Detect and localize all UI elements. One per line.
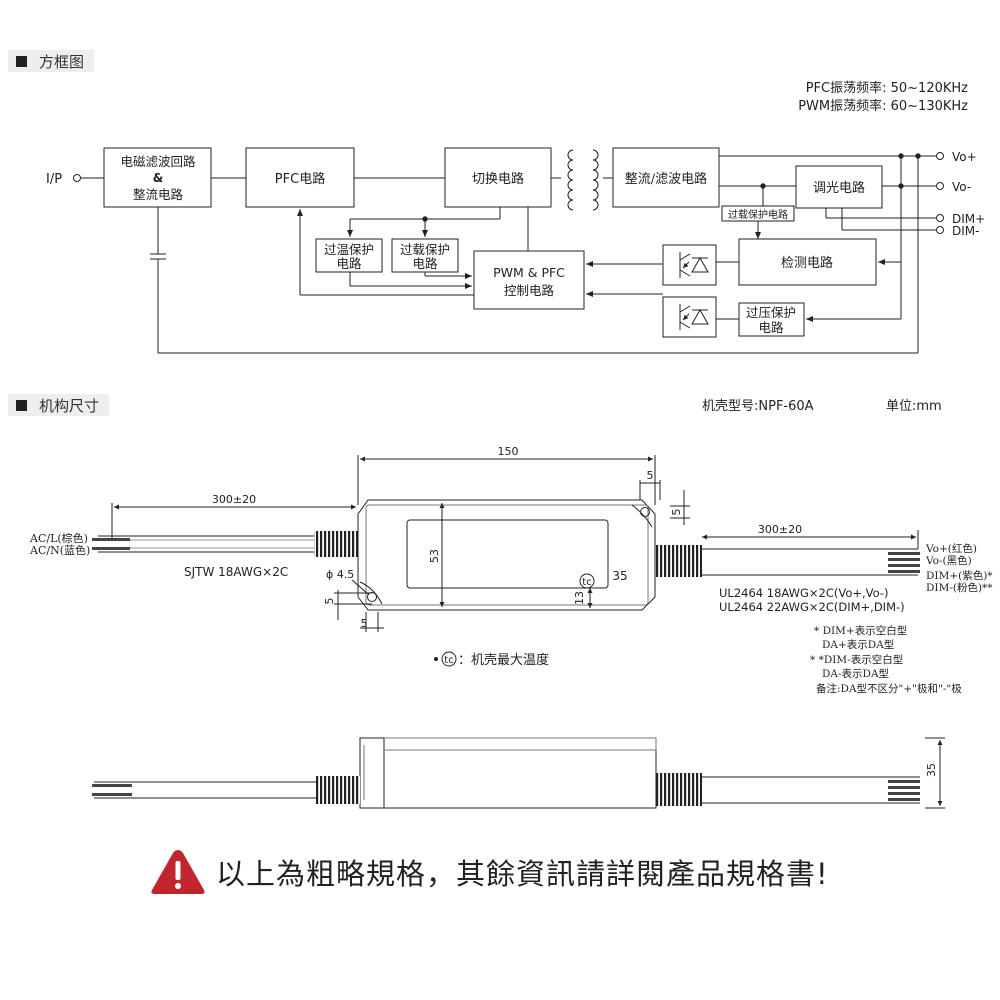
pfc-frequency: PFC振荡频率: 50~120KHz bbox=[806, 80, 968, 96]
dim-150: 150 bbox=[498, 445, 519, 458]
out-vo-minus: Vo-(黑色) bbox=[925, 554, 972, 567]
overload-small-label: 过载保护电路 bbox=[728, 208, 788, 221]
square-bullet-icon bbox=[16, 399, 27, 411]
tc-legend-text: ：机壳最大温度 bbox=[458, 652, 549, 668]
dim-53: 53 bbox=[428, 549, 441, 563]
dim-5-left: 5 bbox=[323, 598, 336, 605]
emi-label-1: 电磁滤波回路 bbox=[120, 154, 196, 169]
warning-triangle-icon bbox=[151, 850, 205, 894]
tc-label: tc bbox=[582, 577, 591, 588]
switch-label: 切换电路 bbox=[472, 171, 524, 187]
vo-plus-terminal bbox=[936, 152, 944, 160]
note-2a: * *DIM-表示空白型 bbox=[810, 653, 903, 666]
olp-label-2: 电路 bbox=[412, 256, 438, 271]
note-1a: * DIM+表示空白型 bbox=[814, 624, 907, 637]
dim-300-right: 300±20 bbox=[758, 523, 802, 536]
out-dim-plus: DIM+(紫色)* bbox=[926, 569, 993, 582]
dim-35-side: 35 bbox=[925, 763, 938, 777]
dim-plus-label: DIM+ bbox=[952, 212, 985, 226]
pwm-pfc-label-2: 控制电路 bbox=[504, 283, 555, 298]
out-cable-1: UL2464 18AWG×2C(Vo+,Vo-) bbox=[719, 586, 889, 600]
dimming-block bbox=[795, 165, 883, 209]
out-dim-minus: DIM-(粉色)** bbox=[926, 581, 993, 594]
label-area bbox=[406, 519, 609, 589]
case-model: 机壳型号:NPF-60A bbox=[702, 399, 814, 414]
block-diagram-title: 方框图 bbox=[39, 52, 85, 71]
input-cable-label: SJTW 18AWG×2C bbox=[184, 565, 288, 579]
input-label: I/P bbox=[46, 172, 62, 187]
dim-300-left: 300±20 bbox=[212, 493, 256, 506]
transformer-icon bbox=[567, 149, 599, 211]
input-strain-relief bbox=[314, 531, 358, 557]
note-2b: DA-表示DA型 bbox=[822, 667, 889, 680]
dim-minus-terminal bbox=[936, 226, 944, 234]
rectifier-label: 整流/滤波电路 bbox=[625, 171, 707, 187]
dimensions-title: 机构尺寸 bbox=[39, 396, 100, 415]
optocoupler-symbol-lower bbox=[679, 304, 709, 330]
dim-35-front: 35 bbox=[612, 569, 627, 583]
olp-label-1: 过载保护 bbox=[400, 242, 450, 257]
front-view bbox=[92, 455, 920, 632]
ovp-label-1: 过压保护 bbox=[746, 305, 796, 320]
dimensions-header: 机构尺寸 bbox=[8, 394, 110, 416]
otp-label-1: 过温保护 bbox=[324, 242, 374, 257]
block-diagram-header: 方框图 bbox=[8, 50, 95, 72]
optocoupler-upper bbox=[662, 244, 717, 286]
side-view bbox=[92, 737, 945, 809]
dimming-label: 调光电路 bbox=[813, 180, 865, 196]
emi-label-2: & bbox=[153, 171, 163, 185]
pwm-pfc-block bbox=[473, 250, 585, 310]
out-vo-plus: Vo+(红色) bbox=[925, 542, 977, 555]
tc-legend-icon bbox=[441, 651, 457, 667]
emi-label-3: 整流电路 bbox=[133, 187, 184, 202]
dim-5-bottom: 5 bbox=[361, 617, 368, 630]
optocoupler-lower bbox=[662, 296, 717, 338]
pfc-label: PFC电路 bbox=[275, 171, 325, 187]
note-1b: DA+表示DA型 bbox=[822, 638, 894, 651]
side-input-strain-relief bbox=[316, 776, 360, 804]
output-strain-relief bbox=[656, 545, 702, 577]
out-cable-2: UL2464 22AWG×2C(DIM+,DIM-) bbox=[719, 600, 905, 614]
otp-block bbox=[315, 238, 383, 273]
tc-legend-dot bbox=[434, 657, 438, 661]
tc-legend-symbol: tc bbox=[444, 655, 453, 666]
side-output-strain-relief bbox=[656, 773, 702, 806]
input-terminal bbox=[73, 174, 81, 182]
warning-banner: 以上為粗略規格，其餘資訊請詳閱產品規格書! bbox=[150, 842, 850, 902]
dim-5-right: 5 bbox=[670, 509, 683, 516]
tc-marker bbox=[579, 573, 595, 589]
pwm-frequency: PWM振荡频率: 60~130KHz bbox=[798, 98, 968, 114]
vo-minus-label: Vo- bbox=[952, 180, 971, 194]
dim-5-top: 5 bbox=[647, 469, 654, 482]
optocoupler-symbol-upper bbox=[679, 252, 709, 278]
pwm-pfc-label-1: PWM & PFC bbox=[493, 265, 565, 280]
dim-minus-label: DIM- bbox=[952, 224, 979, 238]
ac-n-label: AC/N(蓝色) bbox=[29, 543, 90, 557]
ovp-label-2: 电路 bbox=[758, 320, 784, 335]
warning-text: 以上為粗略規格，其餘資訊請詳閱產品規格書! bbox=[216, 857, 829, 891]
unit-label: 单位:mm bbox=[886, 399, 942, 414]
ac-l-label: AC/L(棕色) bbox=[29, 531, 88, 545]
dim-13: 13 bbox=[573, 591, 586, 605]
otp-label-2: 电路 bbox=[336, 256, 362, 271]
dim-plus-terminal bbox=[936, 214, 944, 222]
detect-label: 检测电路 bbox=[781, 255, 833, 271]
block-diagram bbox=[73, 147, 944, 354]
vo-plus-label: Vo+ bbox=[952, 150, 977, 164]
square-bullet-icon bbox=[16, 55, 27, 67]
vo-minus-terminal bbox=[936, 182, 944, 190]
note-3: 备注:DA型不区分"+"极和"-"极 bbox=[816, 682, 962, 695]
phi-label: ϕ 4.5 bbox=[326, 568, 354, 581]
